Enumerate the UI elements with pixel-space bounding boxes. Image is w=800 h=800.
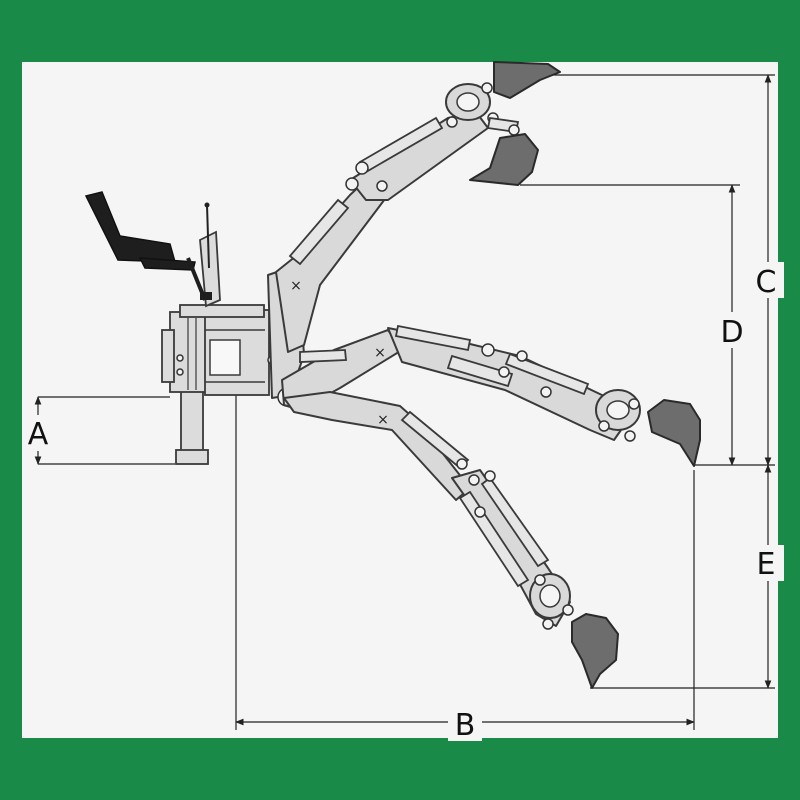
label-e: E (757, 547, 776, 582)
stabilizer-leg (180, 389, 204, 453)
dimension-labels: A B C D E (22, 262, 784, 743)
svg-text:×: × (374, 345, 386, 361)
control-tower (199, 230, 221, 308)
arm-horizontal-position: × (281, 324, 701, 467)
operator-seat (84, 191, 176, 263)
frame-left-block (169, 311, 211, 393)
svg-text:×: × (290, 278, 302, 294)
bucket-horizontal (647, 399, 701, 467)
label-d: D (720, 315, 743, 350)
control-lever (206, 204, 210, 269)
svg-text:×: × (377, 412, 389, 428)
boom-raised (275, 177, 389, 353)
label-c: C (756, 265, 777, 300)
bucket-lowered (571, 613, 619, 689)
label-a: A (28, 417, 49, 452)
bucket-raised-upper (493, 61, 561, 99)
boom-horizontal (281, 329, 403, 411)
stabilizer-foot (175, 449, 209, 465)
mounting-frame (84, 191, 277, 465)
arm-raised-position: × (275, 61, 561, 353)
label-b: B (455, 708, 476, 743)
arm-lowered-position: × (283, 391, 619, 689)
bucket-raised-lower (469, 133, 539, 186)
